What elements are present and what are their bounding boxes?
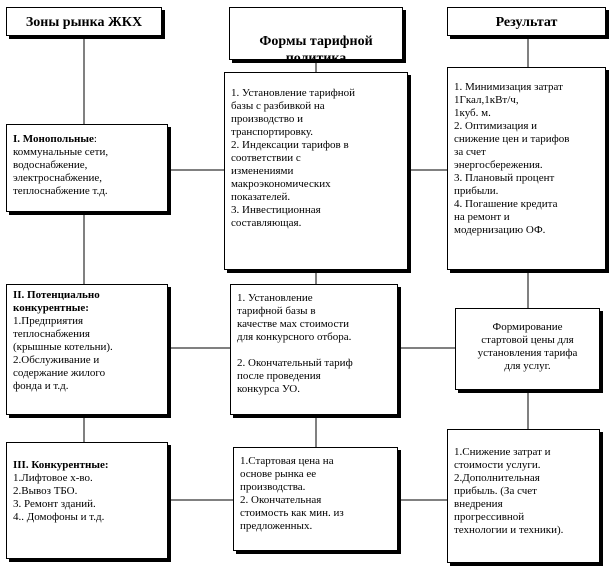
forms-item-1: 1. Установление тарифной базы с разбивко… <box>224 72 408 270</box>
zone-monopoly-text: : коммунальные сети, водоснабжение, элек… <box>13 133 109 197</box>
zones-header-label: Зоны рынка ЖКХ <box>25 15 143 30</box>
result-item-2-text: Формирование стартовой цены для установл… <box>477 321 578 372</box>
result-item-1-text: 1. Минимизация затрат 1Гкал,1кВт/ч, 1куб… <box>454 81 570 236</box>
result-item-3: 1.Снижение затрат и стоимости услуги. 2.… <box>447 429 600 563</box>
result-item-1: 1. Минимизация затрат 1Гкал,1кВт/ч, 1куб… <box>447 67 606 270</box>
forms-header-label: Формы тарифной политика <box>259 34 373 66</box>
forms-header: Формы тарифной политика <box>229 7 403 66</box>
forms-item-3-text: 1.Стартовая цена на основе рынка ее прои… <box>240 455 344 532</box>
forms-item-1-text: 1. Установление тарифной базы с разбивко… <box>231 87 355 229</box>
zone-competitive-text: 1.Лифтовое х-во. 2.Вывоз ТБО. 3. Ремонт … <box>13 472 105 523</box>
result-item-3-text: 1.Снижение затрат и стоимости услуги. 2.… <box>454 446 564 536</box>
zone-potential: II. Потенциально конкурентные: 1.Предпри… <box>6 284 168 415</box>
zone-competitive: III. Конкурентные: 1.Лифтовое х-во. 2.Вы… <box>6 442 168 559</box>
forms-item-2-text: 1. Установление тарифной базы в качестве… <box>237 292 353 395</box>
forms-item-2: 1. Установление тарифной базы в качестве… <box>230 284 398 415</box>
result-header: Результат <box>447 7 606 36</box>
forms-item-3: 1.Стартовая цена на основе рынка ее прои… <box>233 447 398 551</box>
result-item-2: Формирование стартовой цены для установл… <box>455 308 600 390</box>
zones-header: Зоны рынка ЖКХ <box>6 7 162 36</box>
zone-competitive-title: III. Конкурентные: <box>13 459 109 471</box>
zone-potential-title: II. Потенциально конкурентные: <box>13 289 100 314</box>
zone-monopoly-title: I. Монопольные <box>13 133 94 145</box>
zone-monopoly: I. Монопольные: коммунальные сети, водос… <box>6 124 168 212</box>
zone-potential-text: 1.Предприятия теплоснабжения (крышные ко… <box>13 315 113 392</box>
result-header-label: Результат <box>495 15 558 30</box>
